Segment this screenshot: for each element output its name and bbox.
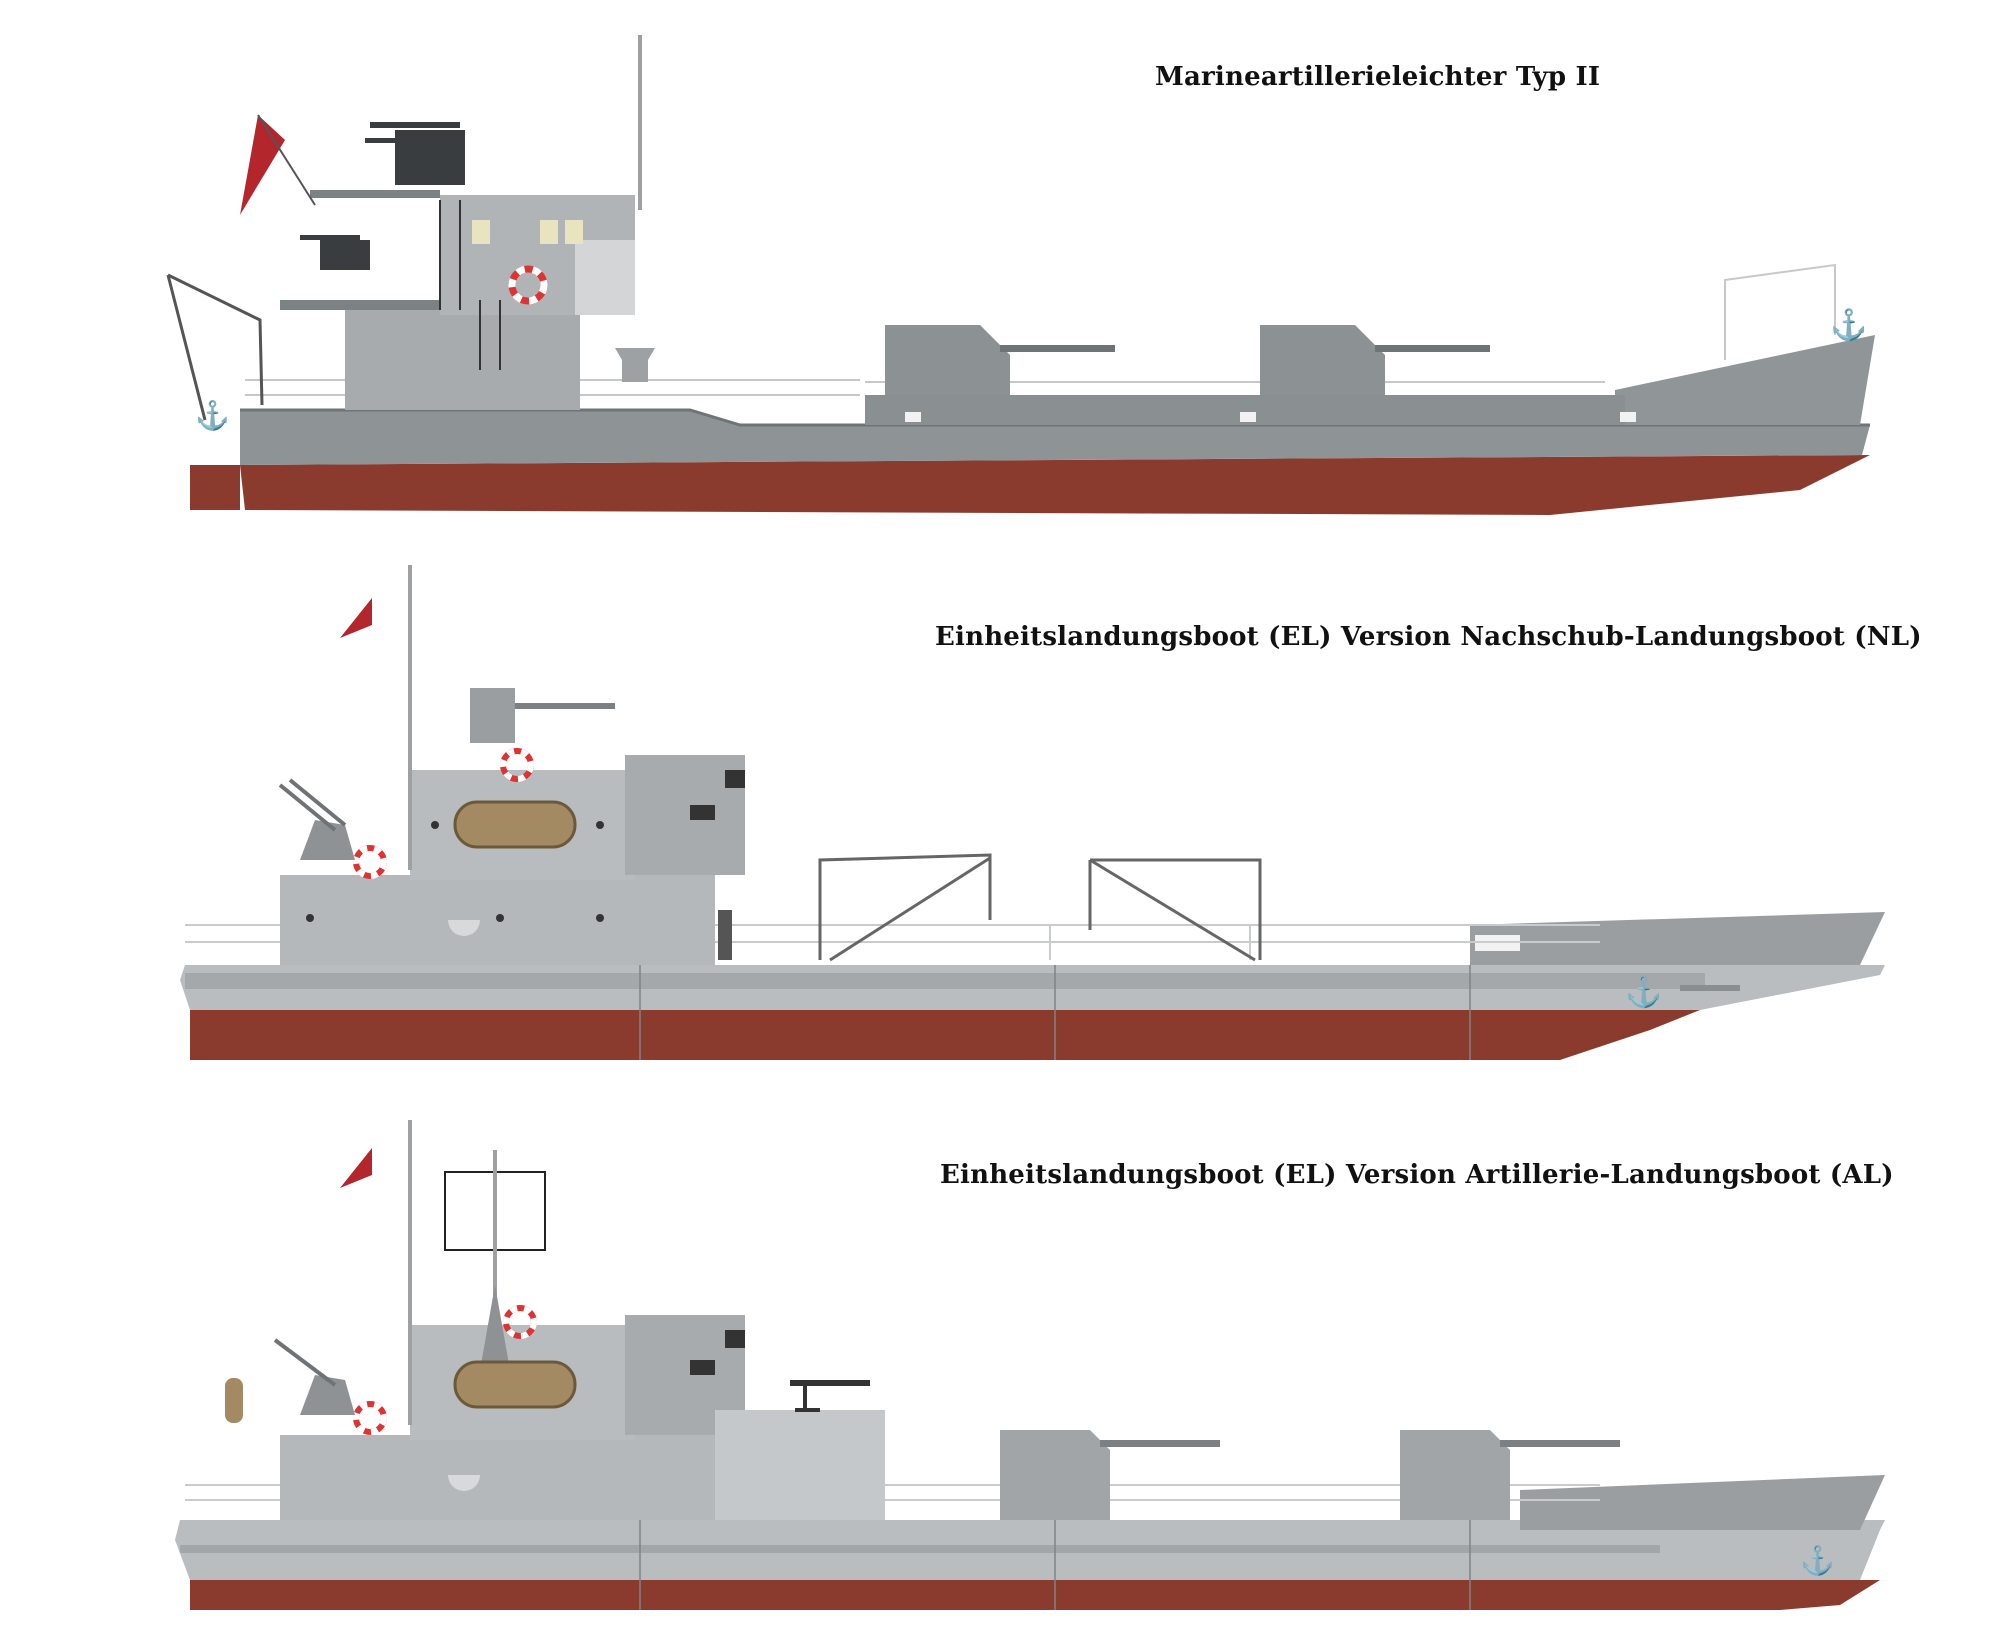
cargo-davit-2 <box>1088 858 1262 962</box>
ship-panel-1: Marineartillerieleichter Typ II <box>0 0 2000 540</box>
rudder <box>190 1020 235 1055</box>
ship-title-1: Marineartillerieleichter Typ II <box>1155 62 1601 92</box>
machine-gun <box>790 1380 870 1412</box>
rudder <box>190 465 240 510</box>
deck-gun-top <box>470 688 615 743</box>
deckhouse-lower <box>345 310 580 410</box>
bow <box>1615 335 1875 425</box>
liferaft <box>453 800 577 849</box>
ship-title-3: Einheitslandungsboot (EL) Version Artill… <box>940 1160 1894 1190</box>
forward-block <box>715 1410 885 1520</box>
ship-panel-2: Einheitslandungsboot (EL) Version Nachsc… <box>0 540 2000 1090</box>
ship-illustration-2: ⚓ <box>180 565 1885 1060</box>
bow <box>1520 1475 1885 1530</box>
bow <box>1470 912 1885 965</box>
gun-turret-2 <box>1260 325 1490 395</box>
ship-illustration-3: ⚓ <box>175 1120 1885 1610</box>
life-ring <box>353 748 534 879</box>
aa-gun-aft <box>278 778 355 860</box>
aa-gun-top <box>365 122 465 185</box>
hull-underwater <box>190 1010 1700 1060</box>
life-ring <box>353 1305 537 1435</box>
anchor-icon-bow: ⚓ <box>1800 1544 1835 1577</box>
anchor-icon-stern: ⚓ <box>195 399 230 432</box>
ship-panel-3: Einheitslandungsboot (EL) Version Artill… <box>0 1090 2000 1650</box>
gun-turret-2 <box>1400 1430 1620 1520</box>
aa-gun-aft <box>273 1338 355 1415</box>
hull-side <box>240 410 1870 465</box>
deckhouse-lower <box>280 1435 715 1520</box>
anchor-icon-bow: ⚓ <box>1830 307 1867 343</box>
anchor-icon-bow: ⚓ <box>1625 974 1662 1010</box>
ensign-flag <box>240 115 285 215</box>
ship-illustration-1: ⚓ ⚓ <box>166 35 1875 515</box>
cargo-davit-1 <box>818 853 992 962</box>
ensign-flag <box>340 1148 372 1188</box>
deckhouse-side <box>575 240 635 315</box>
aa-gun-aft <box>300 235 370 270</box>
gun-turret-1 <box>885 325 1115 395</box>
ship-title-2: Einheitslandungsboot (EL) Version Nachsc… <box>935 622 1922 652</box>
hull-underwater <box>240 455 1870 515</box>
ensign-flag <box>340 598 372 638</box>
gun-turret-1 <box>1000 1430 1220 1520</box>
hull-underwater <box>190 1580 1880 1610</box>
liferaft <box>453 1360 577 1409</box>
rudder <box>190 1580 235 1610</box>
